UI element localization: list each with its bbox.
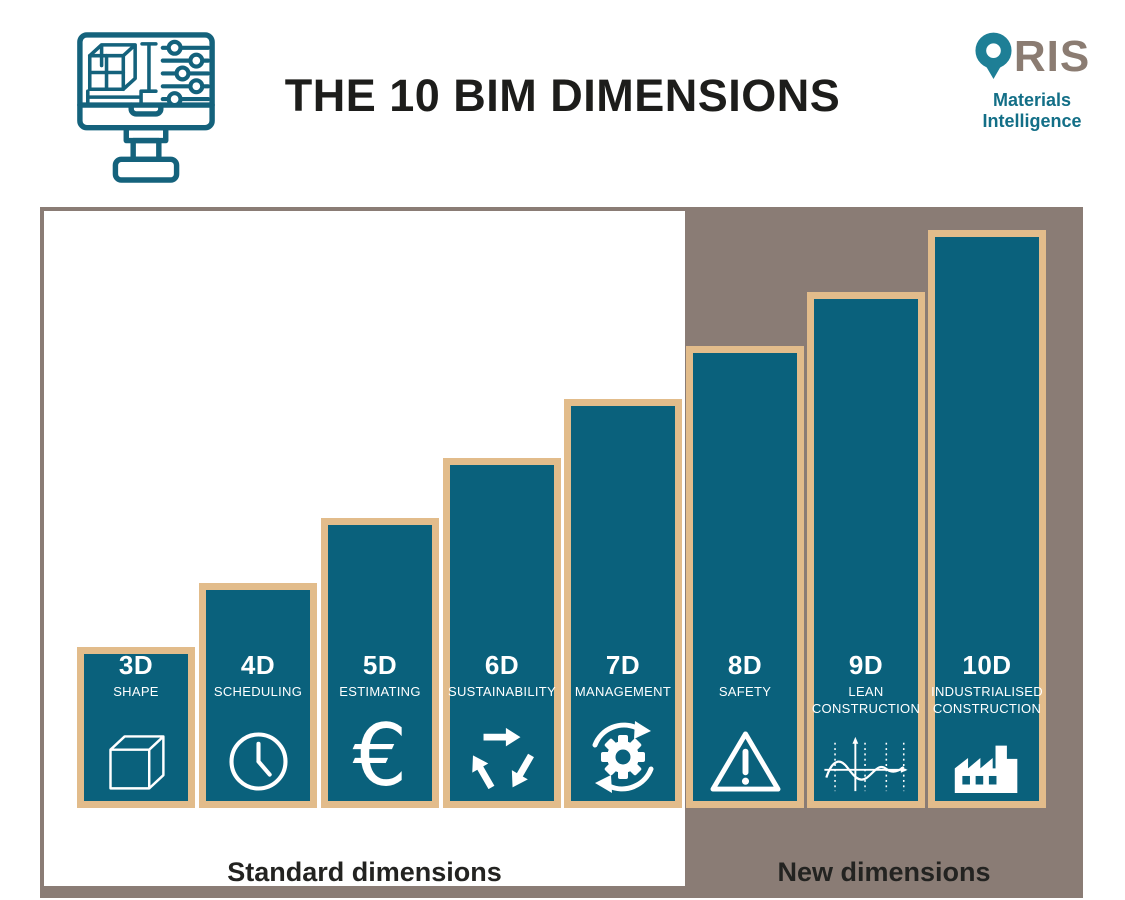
bar-content: 6D SUSTAINABILITY <box>448 649 556 797</box>
bar-content: 5D ESTIMATING € <box>328 649 432 806</box>
bar-sublabel: MANAGEMENT <box>574 684 672 699</box>
bar-dimension-label: 9D <box>848 650 884 680</box>
bar-dimension-label: 5D <box>362 650 398 680</box>
standard-dimensions-label: Standard dimensions <box>227 857 502 887</box>
bar-sublabel: SHAPE <box>113 684 159 699</box>
euro-icon: € <box>352 706 408 806</box>
recycle-icon <box>467 717 537 797</box>
bar-8d: 8D SAFETY <box>686 346 804 808</box>
bar-6d: 6D SUSTAINABILITY <box>443 458 561 808</box>
bar-sublabel: SAFETY <box>718 684 772 699</box>
bar-5d: 5D ESTIMATING € <box>321 518 439 808</box>
bar-content: 7D MANAGEMENT <box>571 649 675 797</box>
bar-dimension-label: 7D <box>605 650 641 680</box>
bar-dimension-label: 3D <box>118 650 154 680</box>
new-dimensions-label: New dimensions <box>777 857 991 887</box>
bar-dimension-label: 6D <box>484 650 520 680</box>
bar-10d: 10D INDUSTRIALISED CONSTRUCTION <box>928 230 1046 808</box>
logo-tagline: Materials Intelligence <box>982 90 1082 132</box>
bar-content: 10D INDUSTRIALISED CONSTRUCTION <box>931 649 1043 797</box>
page-title: THE 10 BIM DIMENSIONS <box>284 70 841 121</box>
monitor-with-3d-cube-and-sliders-icon <box>72 28 220 191</box>
bar-9d: 9D LEAN CONSTRUCTION <box>807 292 925 808</box>
bar-4d: 4D SCHEDULING <box>199 583 317 808</box>
bar-sublabel: ESTIMATING <box>339 684 421 699</box>
bar-sublabel: LEAN CONSTRUCTION <box>811 684 921 716</box>
bar-dimension-label: 10D <box>962 650 1012 680</box>
clock-icon <box>225 717 292 797</box>
bar-3d: 3D SHAPE <box>77 647 195 808</box>
location-pin-o-icon <box>975 32 1012 79</box>
bar-sublabel: INDUSTRIALISED CONSTRUCTION <box>931 684 1043 716</box>
bar-dimension-label: 8D <box>727 650 763 680</box>
sine-graph-icon <box>822 717 910 797</box>
bar-dimension-label: 4D <box>240 650 276 680</box>
bar-sublabel: SCHEDULING <box>213 684 303 699</box>
bar-content: 8D SAFETY <box>693 649 797 797</box>
gear-cycle-icon <box>585 717 661 797</box>
bar-sublabel: SUSTAINABILITY <box>448 684 556 699</box>
logo-brand-text: RIS <box>1013 32 1091 81</box>
bar-content: 3D SHAPE <box>84 649 188 797</box>
bar-7d: 7D MANAGEMENT <box>564 399 682 808</box>
bar-content: 4D SCHEDULING <box>206 649 310 797</box>
warning-triangle-icon <box>708 717 783 797</box>
bar-content: 9D LEAN CONSTRUCTION <box>811 649 921 797</box>
oris-logo: RIS Materials Intelligence <box>952 32 1112 132</box>
cube-icon <box>102 717 170 797</box>
factory-icon <box>951 717 1023 797</box>
bim-dimensions-chart-panel: Standard dimensions New dimensions 3D SHA… <box>40 207 1083 898</box>
